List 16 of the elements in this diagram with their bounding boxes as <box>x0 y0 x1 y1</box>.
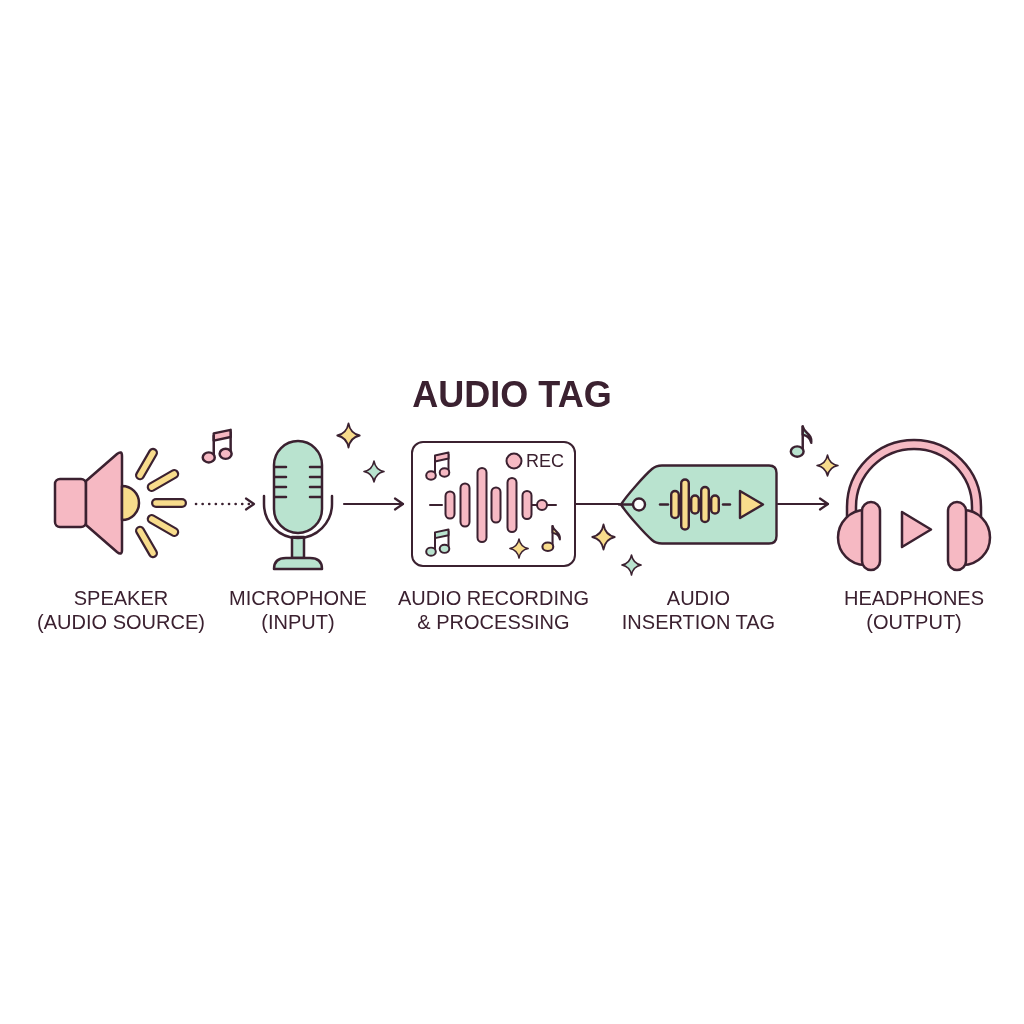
node-label: HEADPHONES (OUTPUT) <box>843 586 985 634</box>
recording-panel <box>411 441 576 567</box>
arrow <box>776 497 830 511</box>
diagram-title: AUDIO TAG <box>412 373 612 417</box>
arrow <box>342 497 405 511</box>
node-label: AUDIO INSERTION TAG <box>620 586 777 634</box>
audio-tag-icon <box>619 464 778 545</box>
headphones-icon <box>834 437 994 572</box>
node-label: AUDIO RECORDING & PROCESSING <box>396 586 591 634</box>
node-label: SPEAKER (AUDIO SOURCE) <box>36 586 206 634</box>
dotted-arrow <box>194 497 256 511</box>
speaker-icon <box>52 445 190 561</box>
microphone-icon <box>260 438 336 572</box>
node-label: MICROPHONE (INPUT) <box>228 586 368 634</box>
recording-label: REC <box>526 451 564 471</box>
connector-line <box>574 502 621 506</box>
